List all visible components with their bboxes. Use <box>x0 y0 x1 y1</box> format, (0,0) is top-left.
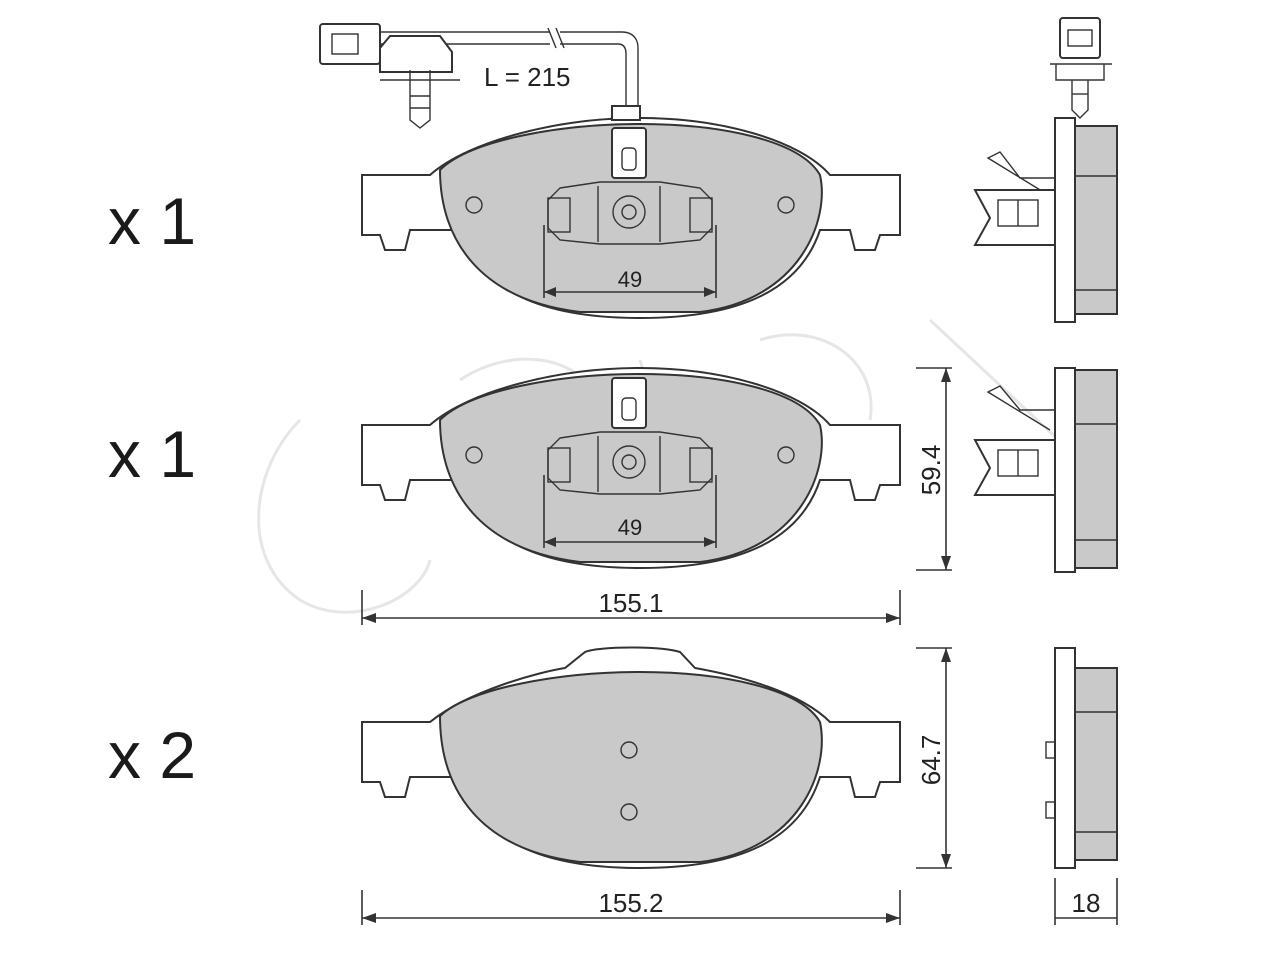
pad-2-hole-right <box>777 446 795 464</box>
pad-1-hole-right <box>777 196 795 214</box>
pad-1-sensor-span: 49 <box>618 267 642 292</box>
quantity-label-pad-3: x 2 <box>108 718 196 792</box>
pad-2-front-view: 49 <box>361 366 901 570</box>
pad-2-side-view <box>973 367 1118 573</box>
pad-2-hole-left <box>465 446 483 464</box>
pad-3-friction-lining <box>438 670 823 863</box>
pad-3-hole-lower <box>620 803 638 821</box>
pad-1-front-view: 49 <box>361 116 901 320</box>
pad-3-hole-upper <box>620 741 638 759</box>
wear-sensor-wire: L = 215 <box>319 23 641 129</box>
pad-2-sensor-span: 49 <box>618 515 642 540</box>
pad-1-friction-lining <box>438 122 823 313</box>
height-bottom-label: 64.7 <box>916 735 946 786</box>
pad-1-hole-left <box>465 196 483 214</box>
wire-length-label: L = 215 <box>484 62 571 92</box>
quantity-label-pad-2: x 1 <box>108 417 196 491</box>
width-top-label: 155.1 <box>598 588 663 618</box>
height-top-label: 59.4 <box>916 445 946 496</box>
width-bottom-label: 155.2 <box>598 888 663 918</box>
side-sensor-connector <box>1059 17 1101 59</box>
pad-2-sensor-tab <box>611 377 647 429</box>
pad-3-front-view <box>361 646 901 870</box>
pad-1-side-view <box>973 17 1118 323</box>
thickness-dimension: 18 <box>1054 878 1118 925</box>
height-dimension-bottom: 64.7 <box>916 647 952 869</box>
width-dimension-top: 155.1 <box>361 588 901 625</box>
width-dimension-bottom: 155.2 <box>361 888 901 925</box>
pad-1-sensor-tab <box>611 127 647 179</box>
pad-3-side-view <box>1045 647 1118 869</box>
sensor-connector <box>319 23 381 65</box>
height-dimension-top: 59.4 <box>916 367 952 571</box>
pad-2-friction-lining <box>438 372 823 563</box>
thickness-label: 18 <box>1072 888 1101 918</box>
quantity-label-pad-1: x 1 <box>108 184 196 258</box>
